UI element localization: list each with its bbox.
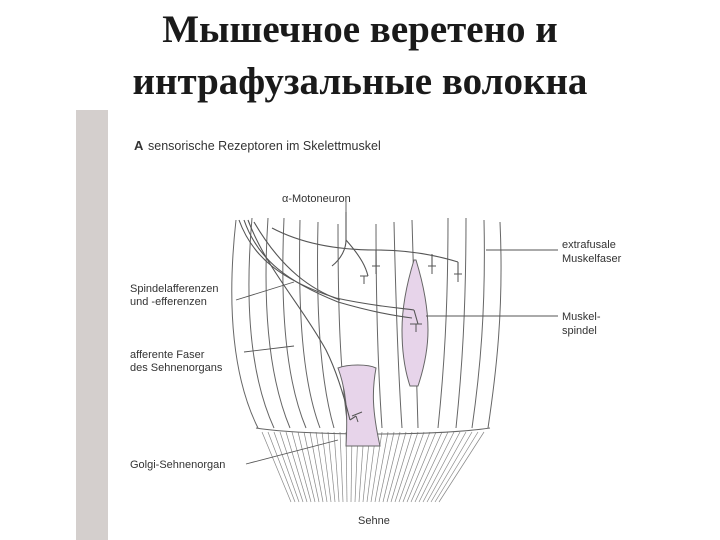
title-line-2: интрафузальные волокна: [132, 60, 588, 103]
label-spindle-afferents-line2: und -efferenzen: [130, 296, 207, 308]
label-afferent-fiber-line2: des Sehnenorgans: [130, 362, 223, 374]
figure-heading: sensorische Rezeptoren im Skelettmuskel: [148, 139, 381, 153]
label-extrafusal-line1: extrafusale: [562, 239, 616, 251]
slide-title: Мышечное веретено и интрафузальные волок…: [0, 4, 720, 108]
nerve-endings: [351, 265, 462, 423]
label-motoneuron: α-Motoneuron: [282, 193, 351, 205]
title-line-1: Мышечное веретено и: [162, 8, 558, 51]
label-extrafusal-line2: Muskelfaser: [562, 253, 622, 265]
tendon: [261, 431, 485, 503]
label-spindle-afferents-line1: Spindelafferenzen: [130, 283, 218, 295]
muscle-spindle: [401, 259, 429, 387]
label-sehne: Sehne: [358, 515, 390, 527]
page-sidebar: [76, 110, 108, 540]
leader-lines: [235, 202, 558, 465]
label-afferent-fiber-line1: afferente Faser: [130, 349, 205, 361]
muscle-spindle-figure: A sensorische Rezeptoren im Skelettmuske…: [76, 110, 696, 540]
label-golgi-organ: Golgi-Sehnenorgan: [130, 459, 225, 471]
label-muskelspindel-line1: Muskel-: [562, 311, 601, 323]
nerve-fibers: [238, 212, 459, 421]
label-muskelspindel-line2: spindel: [562, 325, 597, 337]
panel-letter: A: [134, 138, 144, 153]
muscle-diagram: A sensorische Rezeptoren im Skelettmuske…: [76, 110, 622, 540]
